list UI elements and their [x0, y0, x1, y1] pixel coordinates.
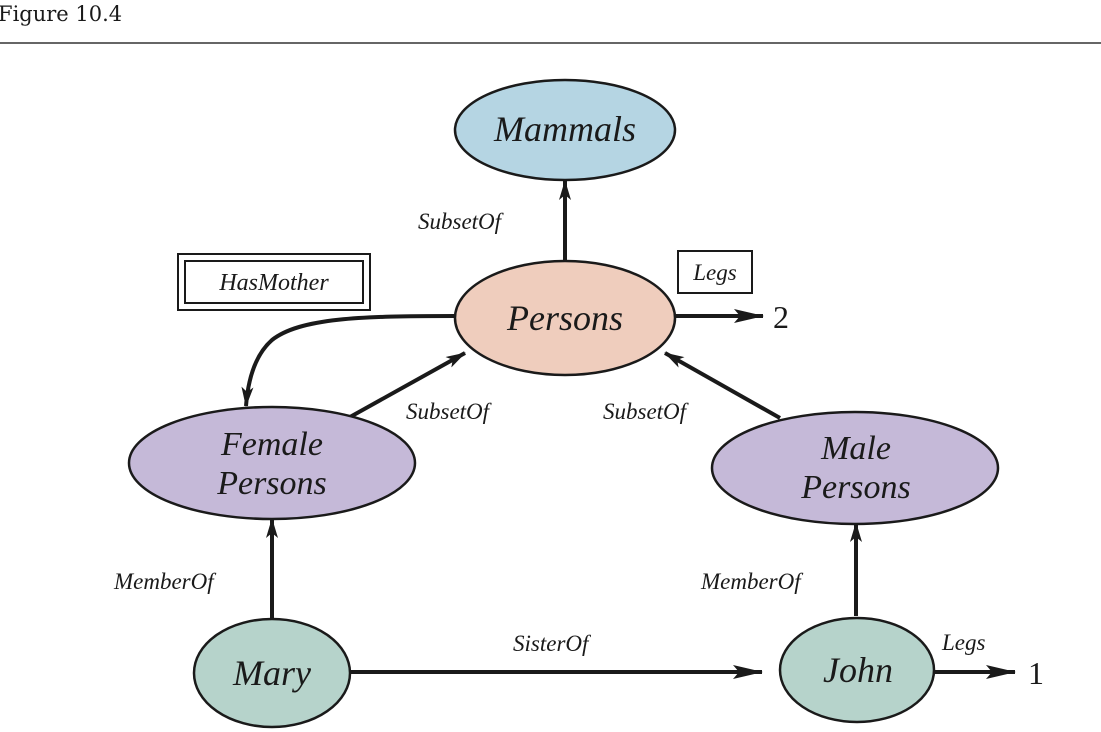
node-male-persons: Male Persons	[710, 410, 1000, 526]
edge-label-mary-john: SisterOf	[513, 631, 592, 656]
persons-legs-label-box: Legs	[677, 250, 753, 294]
edge-label-hasmother: HasMother	[218, 270, 329, 296]
node-mary: Mary	[192, 617, 352, 729]
persons-legs-value: 2	[773, 299, 789, 335]
node-label-male-line2: Persons	[800, 469, 911, 506]
edge-hasmother	[241, 314, 456, 407]
node-label-male-line1: Male	[820, 430, 891, 467]
edge-label-mary-female: MemberOf	[113, 569, 217, 594]
node-label-female-line2: Persons	[216, 465, 327, 502]
figure-title: Figure 10.4	[0, 2, 123, 26]
node-persons: Persons	[453, 259, 677, 377]
header-divider	[0, 42, 1101, 44]
edge-label-persons-mammals: SubsetOf	[418, 209, 505, 234]
edge-label-john-legs: Legs	[941, 630, 986, 655]
node-label-persons: Persons	[506, 298, 623, 338]
hasmother-label-box: HasMother	[177, 253, 371, 311]
edge-female-subsetof-persons	[349, 351, 466, 419]
edge-label-male-persons: SubsetOf	[603, 399, 690, 424]
edge-label-female-persons: SubsetOf	[406, 399, 493, 424]
edge-label-persons-legs: Legs	[692, 260, 737, 285]
node-label-john: John	[823, 650, 893, 690]
node-female-persons: Female Persons	[127, 405, 417, 521]
node-label-mammals: Mammals	[493, 109, 636, 149]
node-label-female-line1: Female	[220, 426, 323, 463]
node-label-mary: Mary	[232, 653, 311, 693]
node-mammals: Mammals	[453, 78, 677, 182]
john-legs-value: 1	[1028, 655, 1044, 691]
edge-label-john-male: MemberOf	[700, 569, 804, 594]
edge-male-subsetof-persons	[664, 351, 781, 420]
figure-header: Figure 10.4	[0, 0, 1101, 44]
node-john: John	[778, 616, 936, 724]
